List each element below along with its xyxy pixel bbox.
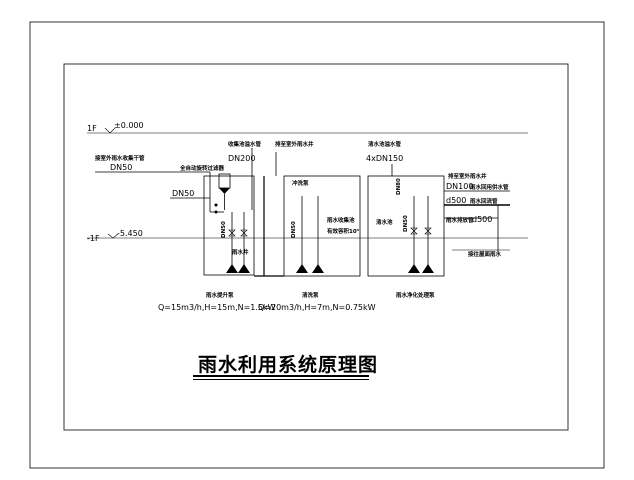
clean-tank-box xyxy=(367,175,445,277)
wash-pump xyxy=(296,264,308,273)
spec-lift-pump: Q=15m3/h,H=15m,N=1.5kW xyxy=(158,303,276,312)
outdoor-well-label: 排至室外雨水井 xyxy=(275,140,314,148)
level-1f-label: 1F xyxy=(87,124,97,133)
lift-pump-caption: 雨水提升泵 xyxy=(206,291,234,299)
inlet-dn: DN50 xyxy=(110,163,132,172)
overflow-dn: DN200 xyxy=(228,154,255,163)
drawing-title: 雨水利用系统原理图 xyxy=(198,354,379,376)
drain-d: d500 xyxy=(472,215,492,224)
level-marker-b1 xyxy=(107,233,119,239)
sump-valve-2 xyxy=(240,229,248,237)
reclaim-tank-label: 雨水收集池 xyxy=(327,216,355,224)
tank-overflow-dn: 4xDN150 xyxy=(366,154,403,163)
sump-pump-1 xyxy=(226,264,238,273)
tank-pump-2 xyxy=(312,264,324,273)
sump-valve-1 xyxy=(228,229,236,237)
tank-overflow-label: 清水池溢水管 xyxy=(368,140,402,148)
clean-valve-2 xyxy=(424,227,432,235)
pump-tag-3: DN50 xyxy=(403,215,409,232)
drawing-frame xyxy=(63,63,569,431)
reuse-pump-caption: 雨水净化处理泵 xyxy=(396,291,435,299)
filter-cone xyxy=(219,188,230,194)
valve-dot-1 xyxy=(214,203,218,207)
clean-valve-1 xyxy=(410,227,418,235)
level-marker-1f xyxy=(104,127,116,134)
clean-pump-2 xyxy=(422,264,434,273)
overflow-label: 收集池溢水管 xyxy=(228,140,262,148)
clean-tank-label: 清水池 xyxy=(376,218,393,226)
title-underline-thick xyxy=(193,375,369,377)
inlet-pipe-label: 接室外雨水收集干管 xyxy=(95,154,145,162)
pump-tag-2: DN50 xyxy=(291,221,297,238)
level-1f-elev: ±0.000 xyxy=(114,121,144,130)
level-b1-label: -1F xyxy=(87,234,100,243)
inner-pipe-label: 雨水回流管 xyxy=(470,197,498,205)
d500-label: d500 xyxy=(446,196,466,205)
reuse-dn: DN100 xyxy=(446,182,473,191)
title-underline-thin xyxy=(193,379,369,380)
filter-label: 全自动旋转过滤器 xyxy=(179,164,225,172)
level-b1-elev: -5.450 xyxy=(117,229,143,238)
drain-label: 雨水排放管 xyxy=(446,216,474,224)
valve-dot-2 xyxy=(214,210,218,214)
sump-label: 雨水井 xyxy=(232,248,249,256)
sheet-border xyxy=(29,21,605,469)
wash-pump-caption: 清洗泵 xyxy=(302,291,319,299)
tank-volume-label: 有效容积10³ xyxy=(327,227,360,235)
sump-pump-2 xyxy=(238,264,250,273)
pump-tag-4: DN80 xyxy=(396,178,402,195)
reclaim-tank-box xyxy=(283,175,361,277)
sump-box xyxy=(203,175,255,276)
spec-wash-pump: Q=20m3/h,H=7m,N=0.75kW xyxy=(258,303,376,312)
wash-pump-label: 冲洗泵 xyxy=(292,179,309,187)
pump-tag-1: DN50 xyxy=(221,221,227,238)
sump-dn: DN50 xyxy=(172,189,194,198)
reuse-pipe-label: 雨水回用供水管 xyxy=(470,183,509,191)
outdoor-well2-label: 排至室外雨水井 xyxy=(448,172,487,180)
bottom-label: 接往屋面雨水 xyxy=(468,250,502,258)
clean-pump-1 xyxy=(408,264,420,273)
